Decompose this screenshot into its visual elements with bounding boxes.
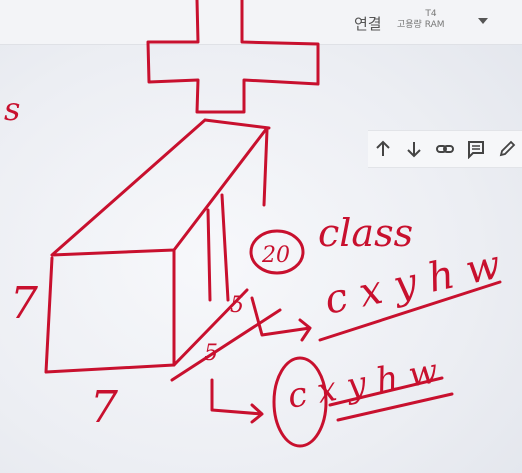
underline-1 (318, 280, 502, 342)
connect-status[interactable]: 연결 (354, 15, 382, 33)
dim-a-text: 5 (230, 293, 244, 318)
arrow-up-icon (376, 140, 391, 156)
box-top-face (50, 118, 271, 257)
comment-icon (467, 141, 484, 159)
link-icon (435, 145, 454, 153)
box-right-face (172, 128, 269, 367)
edge-text: s (4, 90, 20, 128)
edit-button[interactable] (491, 134, 522, 164)
box-front-face (44, 248, 176, 374)
class-text: class (318, 211, 413, 255)
circle-20 (249, 229, 305, 275)
circle-c (272, 356, 328, 448)
pencil-icon (499, 140, 515, 157)
move-up-button[interactable] (368, 134, 399, 164)
ram-label: 고용량 RAM (397, 20, 445, 30)
comment-button[interactable] (460, 134, 491, 164)
cell-toolbar (368, 130, 522, 168)
arrow-1 (250, 296, 312, 342)
top-bar: 연결 T4 고용량 RAM (0, 0, 522, 45)
rail-line (170, 308, 282, 382)
gpu-label: T4 (425, 9, 437, 19)
runtime-dropdown-button[interactable] (472, 11, 494, 31)
underline-2 (328, 376, 454, 422)
arrow-down-icon (407, 142, 421, 158)
dim-bottom-text: 7 (90, 382, 118, 433)
arrow-2 (210, 378, 264, 424)
circled-count-text: 20 (261, 243, 290, 268)
move-down-button[interactable] (399, 134, 430, 164)
cross-shape (146, 0, 320, 114)
inner-lines (206, 193, 230, 302)
caret-down-icon (478, 18, 488, 24)
link-button[interactable] (430, 134, 461, 164)
dim-side-text: 7 (10, 278, 38, 329)
resource-indicator[interactable]: T4 고용량 RAM (397, 9, 465, 31)
dim-b-text: 5 (204, 341, 218, 366)
